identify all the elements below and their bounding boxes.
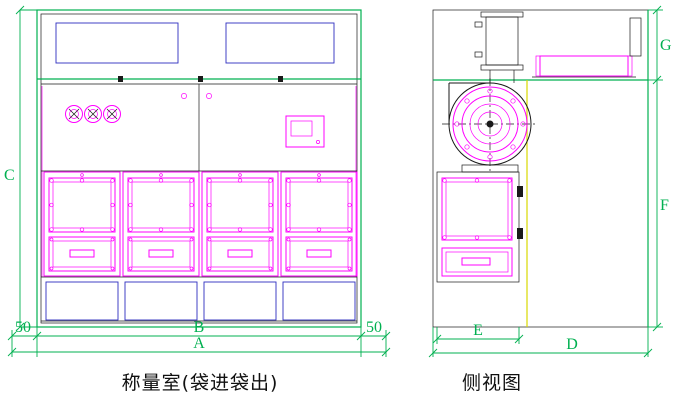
fan-ring-outer — [452, 86, 528, 162]
exhaust-bracket-2 — [474, 51, 483, 58]
control-panel — [285, 115, 325, 148]
dim-label-total-width: A — [193, 335, 205, 352]
top-grille-left — [55, 22, 179, 64]
front-view-caption: 称量室(袋进袋出) — [122, 372, 279, 394]
side-view-caption: 侧视图 — [462, 372, 522, 394]
cabinet-hinge-top — [517, 186, 523, 197]
side-view — [432, 9, 649, 328]
control-panel-display — [290, 120, 313, 137]
cabinet-door-inner — [445, 181, 509, 237]
latch-3 — [278, 76, 283, 82]
knob-2-inner — [88, 109, 98, 119]
front-enclosure-inner-outline — [40, 13, 358, 324]
filter-door-panel-4 — [280, 171, 358, 277]
perforated-panel-1 — [45, 281, 119, 321]
louver-body — [539, 55, 629, 77]
control-knobs — [65, 105, 121, 123]
front-dimensions: 50 B 50 A C — [4, 5, 391, 357]
fan-shaft — [486, 120, 494, 128]
latch-2 — [198, 76, 203, 82]
port-circle-left — [181, 93, 187, 99]
perforated-panel-4 — [282, 281, 356, 321]
dim-label-cabinet-depth: E — [473, 322, 483, 339]
perforated-panel-2 — [124, 281, 198, 321]
knob-2 — [84, 105, 102, 123]
dim-label-right-offset: 50 — [366, 319, 382, 336]
blower-fan — [442, 78, 538, 173]
fan-hub — [477, 111, 503, 137]
exhaust-flange-top — [480, 11, 524, 18]
exhaust-port — [474, 11, 524, 83]
cabinet-outline — [436, 171, 520, 283]
filter-door-panel-2 — [122, 171, 200, 277]
dim-label-inner-width: B — [194, 319, 205, 336]
knob-3-inner — [107, 109, 117, 119]
cabinet-drawer-inner — [445, 251, 509, 273]
cabinet-door-frame — [441, 177, 513, 241]
front-enclosure-outline — [36, 9, 362, 328]
exhaust-body — [485, 16, 519, 66]
side-cabinet — [436, 171, 523, 283]
dim-label-body-height: F — [660, 197, 669, 214]
dim-label-left-offset: 50 — [15, 319, 31, 336]
cabinet-hinge-bottom — [517, 228, 523, 239]
dim-label-top-height: G — [660, 37, 672, 54]
knob-1 — [65, 105, 83, 123]
louver-endcap-right — [627, 55, 633, 77]
filter-door-panel-1 — [43, 171, 121, 277]
side-dimensions: E D G F — [428, 5, 672, 358]
port-circle-right — [206, 93, 212, 99]
knob-1-inner — [69, 109, 79, 119]
dim-label-height: C — [4, 167, 15, 184]
control-panel-button — [316, 140, 320, 144]
front-view — [36, 9, 362, 328]
dim-label-total-depth: D — [566, 336, 578, 353]
control-panel-box — [285, 115, 325, 148]
latch-1 — [118, 76, 123, 82]
filter-door-panel-3 — [201, 171, 279, 277]
cabinet-drawer-handle — [461, 257, 491, 266]
exhaust-flange-bottom — [480, 64, 524, 71]
top-grille-right — [225, 22, 335, 64]
louver-endcap-left — [535, 55, 541, 77]
louver-grille — [532, 55, 636, 78]
fan-ring-mid — [461, 95, 519, 153]
cabinet-drawer — [441, 247, 513, 277]
perforated-panel-3 — [203, 281, 277, 321]
duct-flange — [629, 17, 642, 57]
knob-3 — [103, 105, 121, 123]
fan-ring-inner — [469, 103, 511, 145]
exhaust-bracket-1 — [474, 21, 483, 28]
